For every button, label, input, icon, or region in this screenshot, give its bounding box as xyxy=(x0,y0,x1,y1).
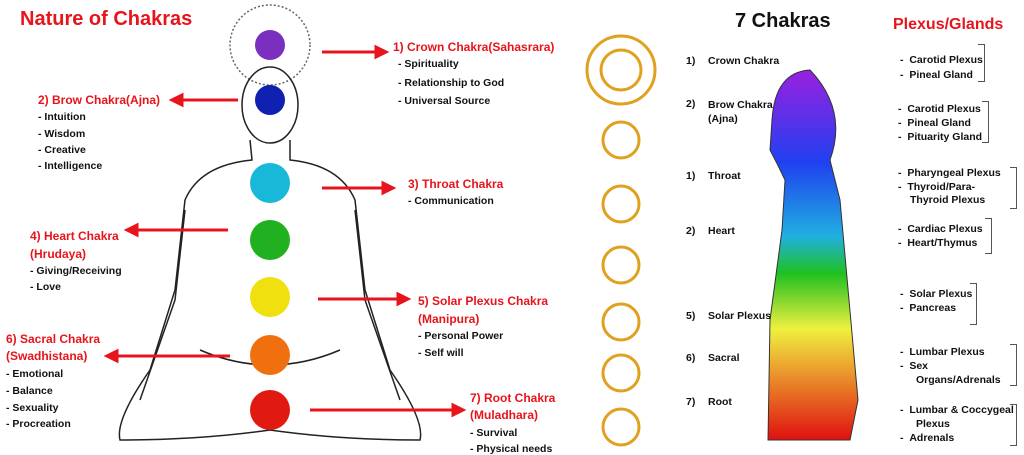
sacral-sublabel: (Swadhistana) xyxy=(6,349,88,363)
solar-label: 5) Solar Plexus Chakra xyxy=(418,294,549,308)
row-num: 5) xyxy=(686,310,696,322)
row-name: Sacral xyxy=(708,352,740,364)
gold-chakra-symbols xyxy=(585,34,657,447)
root-chakra-icon xyxy=(250,390,290,430)
solar-chakra-icon xyxy=(250,277,290,317)
crown-label: 1) Crown Chakra(Sahasrara) xyxy=(393,40,555,54)
row-num: 1) xyxy=(686,170,696,182)
gland-item: Pineal Gland xyxy=(907,117,971,129)
gland-item: Sex xyxy=(909,360,929,372)
row-name: Brow Chakra (Ajna) xyxy=(708,99,773,125)
gland-item: Pharyngeal Plexus xyxy=(907,167,1001,179)
list-item: - Survival xyxy=(470,427,518,439)
root-label: 7) Root Chakra xyxy=(470,391,556,405)
gland-item: Pituarity Gland xyxy=(907,131,983,143)
gland-item: Organs/Adrenals xyxy=(916,374,1001,386)
throat-label: 3) Throat Chakra xyxy=(408,177,504,191)
list-item: - Creative xyxy=(38,144,86,156)
solar-sublabel: (Manipura) xyxy=(418,312,480,326)
row-name: Solar Plexus xyxy=(708,310,772,322)
list-item: - Communication xyxy=(408,195,494,207)
gland-item: Heart/Thymus xyxy=(907,237,978,249)
list-item: - Balance xyxy=(6,385,53,397)
row-num: 2) xyxy=(686,98,696,110)
list-item: - Spirituality xyxy=(398,58,459,70)
heart-chakra-icon xyxy=(250,220,290,260)
arrows xyxy=(103,44,467,418)
row-name: Heart xyxy=(708,225,735,237)
row-num: 7) xyxy=(686,396,696,408)
gland-item: Thyroid/Para- xyxy=(907,181,976,193)
gland-item: Thyroid Plexus xyxy=(910,194,986,206)
list-item: - Intuition xyxy=(38,111,86,123)
gland-item: Lumbar & Coccygeal xyxy=(909,404,1014,416)
gland-item: Carotid Plexus xyxy=(907,103,981,115)
list-item: - Physical needs xyxy=(470,443,553,455)
list-item: - Emotional xyxy=(6,368,64,380)
plexus-title: Plexus/Glands xyxy=(893,16,1004,33)
left-title: Nature of Chakras xyxy=(20,8,193,30)
row-name: Root xyxy=(708,396,732,408)
brow-chakra-icon xyxy=(255,85,285,115)
row-name: Throat xyxy=(708,170,741,182)
heart-label: 4) Heart Chakra xyxy=(30,229,119,243)
body-side-profile xyxy=(767,69,859,441)
sacral-label: 6) Sacral Chakra xyxy=(6,332,101,346)
list-item: - Love xyxy=(30,281,61,293)
crown-chakra-icon xyxy=(255,30,285,60)
row-num: 1) xyxy=(686,55,696,67)
gland-item: Solar Plexus xyxy=(909,288,973,300)
row-num: 2) xyxy=(686,225,696,237)
gland-item: Carotid Plexus xyxy=(909,54,983,66)
root-sublabel: (Muladhara) xyxy=(470,408,539,422)
list-item: - Procreation xyxy=(6,418,71,430)
list-item: - Sexuality xyxy=(6,402,59,414)
list-item: - Relationship to God xyxy=(398,77,505,89)
list-item: - Giving/Receiving xyxy=(30,265,122,277)
gland-item: Plexus xyxy=(916,418,950,430)
list-item: - Intelligence xyxy=(38,160,103,172)
row-num: 6) xyxy=(686,352,696,364)
gland-item: Pancreas xyxy=(909,302,957,314)
throat-chakra-icon xyxy=(250,163,290,203)
gland-item: Adrenals xyxy=(909,432,955,444)
brow-label: 2) Brow Chakra(Ajna) xyxy=(38,93,161,107)
gland-item: Cardiac Plexus xyxy=(907,223,983,235)
gland-item: Pineal Gland xyxy=(909,69,973,81)
right-title: 7 Chakras xyxy=(735,10,831,32)
row-name: Crown Chakra xyxy=(708,55,780,67)
list-item: - Universal Source xyxy=(398,95,491,107)
heart-sublabel: (Hrudaya) xyxy=(30,247,87,261)
sacral-chakra-icon xyxy=(250,335,290,375)
gland-item: Lumbar Plexus xyxy=(909,346,985,358)
list-item: - Self will xyxy=(418,347,464,359)
list-item: - Personal Power xyxy=(418,330,504,342)
list-item: - Wisdom xyxy=(38,128,86,140)
chakra-symbols xyxy=(250,30,290,430)
